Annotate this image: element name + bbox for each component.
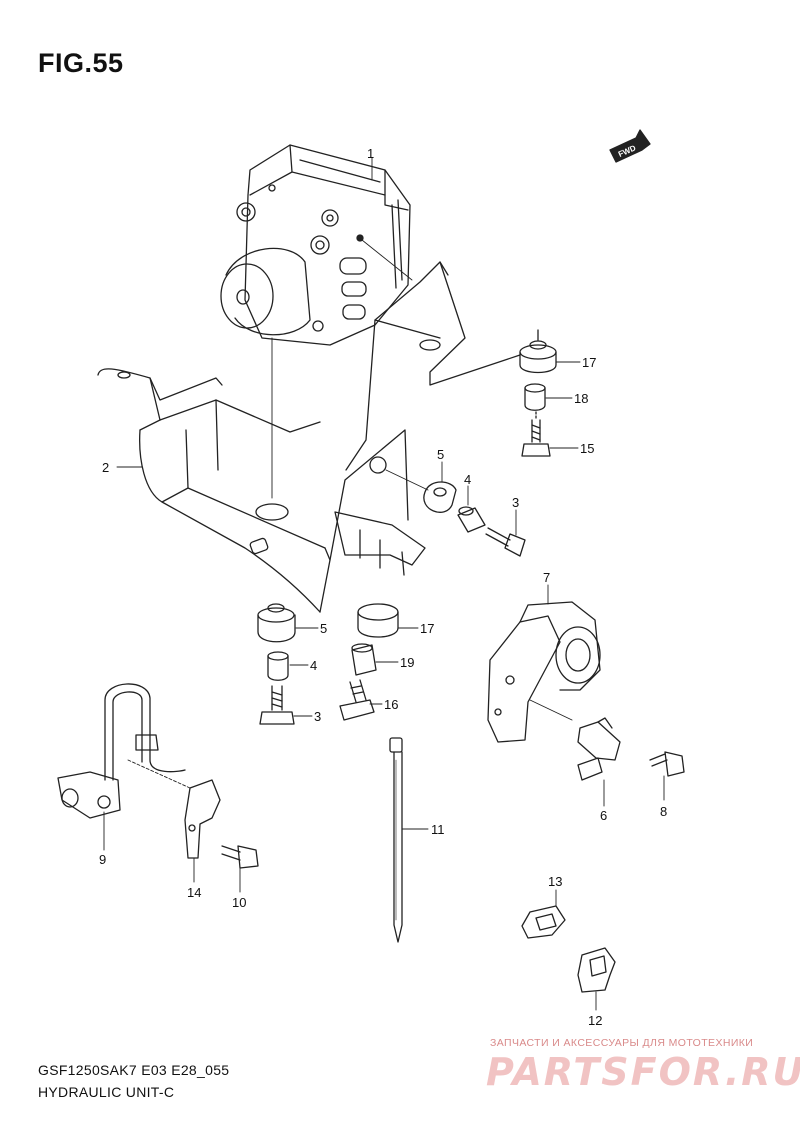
part-cable-tie-11 bbox=[389, 737, 403, 943]
figure-code: GSF1250SAK7 E03 E28_055 bbox=[38, 1062, 230, 1078]
callout-numbers: 1 2 3 3 4 4 5 5 6 7 8 9 10 11 12 13 14 1… bbox=[99, 146, 667, 1028]
callout-3-right: 3 bbox=[512, 495, 519, 510]
callout-7: 7 bbox=[543, 570, 550, 585]
figure-name: HYDRAULIC UNIT-C bbox=[38, 1084, 175, 1100]
callout-3-lower: 3 bbox=[314, 709, 321, 724]
part-bolt-8 bbox=[649, 751, 685, 777]
part-grommet-17-lower bbox=[357, 603, 399, 638]
callout-15: 15 bbox=[580, 441, 594, 456]
callout-14: 14 bbox=[187, 885, 201, 900]
callout-16: 16 bbox=[384, 697, 398, 712]
part-bolt-16 bbox=[339, 679, 375, 721]
callout-4-right: 4 bbox=[464, 472, 471, 487]
part-bolt-10 bbox=[221, 845, 259, 869]
figure-title: FIG.55 bbox=[38, 48, 124, 78]
callout-17-lower: 17 bbox=[420, 621, 434, 636]
part-bolt-15 bbox=[521, 411, 551, 457]
part-clip-13 bbox=[521, 905, 566, 939]
callout-1: 1 bbox=[367, 146, 374, 161]
part-grommet-5-right bbox=[385, 469, 457, 513]
part-collar-19 bbox=[351, 643, 377, 676]
part-bolt-3-right bbox=[485, 527, 526, 557]
fwd-arrow-badge: FWD bbox=[609, 129, 651, 163]
callout-11: 11 bbox=[431, 822, 445, 837]
part-grommet-17-top bbox=[519, 329, 557, 374]
callout-19: 19 bbox=[400, 655, 414, 670]
callout-leaders bbox=[103, 157, 665, 1011]
part-collar-18 bbox=[524, 383, 546, 411]
callout-6: 6 bbox=[600, 808, 607, 823]
callout-18: 18 bbox=[574, 391, 588, 406]
callout-5-lower: 5 bbox=[320, 621, 327, 636]
callout-10: 10 bbox=[232, 895, 246, 910]
callout-9: 9 bbox=[99, 852, 106, 867]
watermark-tagline: ЗАПЧАСТИ И АКСЕССУАРЫ ДЛЯ МОТОТЕХНИКИ bbox=[490, 1037, 754, 1049]
watermark-logo: PARTSFOR.RU bbox=[486, 1050, 800, 1094]
part-collar-4-lower bbox=[267, 651, 289, 681]
part-clip-12 bbox=[577, 947, 616, 993]
callout-17-top: 17 bbox=[582, 355, 596, 370]
part-grommet-5-lower bbox=[257, 603, 296, 643]
part-bolt-3-lower bbox=[259, 685, 295, 725]
part-collar-4-right bbox=[457, 506, 486, 533]
callout-4-lower: 4 bbox=[310, 658, 317, 673]
callout-12: 12 bbox=[588, 1013, 602, 1028]
part-sensor-bracket-7 bbox=[487, 601, 601, 743]
assembly-leader-lines bbox=[271, 239, 413, 499]
part-clamp-14 bbox=[127, 759, 221, 859]
callout-2: 2 bbox=[102, 460, 109, 475]
part-bracket bbox=[97, 261, 521, 613]
part-speed-sensor-9 bbox=[57, 683, 186, 819]
callout-5-right: 5 bbox=[437, 447, 444, 462]
part-sensor-6 bbox=[577, 717, 621, 781]
callout-13: 13 bbox=[548, 874, 562, 889]
callout-8: 8 bbox=[660, 804, 667, 819]
